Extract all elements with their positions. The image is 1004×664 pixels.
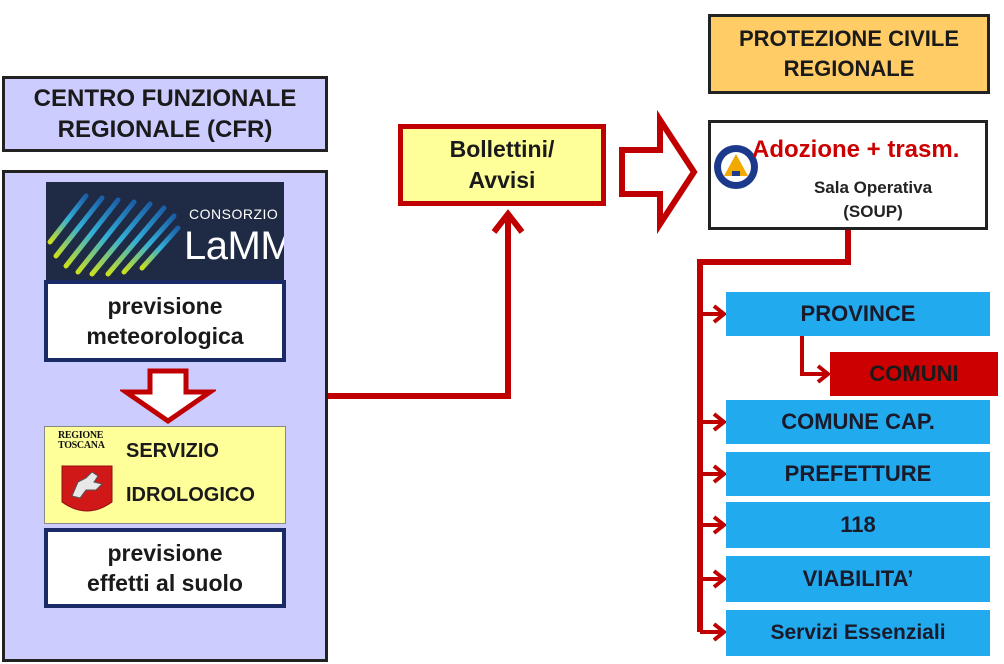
cfr-title-line1: CENTRO FUNZIONALE xyxy=(33,85,297,112)
meteo-line2: meteorologica xyxy=(86,323,244,349)
servizio-line2: IDROLOGICO xyxy=(126,484,255,506)
recipient-comune-cap: COMUNE CAP. xyxy=(726,400,990,444)
regione-line2: TOSCANA xyxy=(58,440,105,451)
effetti-line2: effetti al suolo xyxy=(87,570,243,596)
recipient-prefetture: PREFETTURE xyxy=(726,452,990,496)
cfr-to-bollettini-connector xyxy=(328,216,511,399)
previsione-meteorologica-box: previsione meteorologica xyxy=(44,280,286,362)
regione-line1: REGIONE xyxy=(58,430,104,441)
down-arrow-icon xyxy=(120,368,216,424)
pcr-title-line2: REGIONALE xyxy=(783,56,915,81)
protezione-civile-title-box: PROTEZIONE CIVILE REGIONALE xyxy=(708,14,990,94)
lamma-logo: CONSORZIO LaMMA xyxy=(46,182,284,280)
previsione-effetti-box: previsione effetti al suolo xyxy=(44,528,286,608)
lamma-name-text: LaMMA xyxy=(184,224,284,268)
recipient-province: PROVINCE xyxy=(726,292,990,336)
bollettini-to-soup-arrow xyxy=(619,109,698,235)
servizio-line1: SERVIZIO xyxy=(126,440,219,462)
protezione-civile-logo xyxy=(714,145,758,189)
lamma-stripes-icon xyxy=(47,193,181,277)
effetti-line1: previsione xyxy=(107,540,223,566)
bollettini-line2: Avvisi xyxy=(468,167,536,193)
pcr-title-line1: PROTEZIONE CIVILE xyxy=(738,26,960,51)
bollettini-line1: Bollettini/ xyxy=(449,136,555,162)
sala-operativa-line1: Sala Operativa xyxy=(813,178,933,197)
distribution-arrows xyxy=(700,304,728,642)
meteo-line1: previsione xyxy=(107,293,223,319)
regione-toscana-text: REGIONE TOSCANA xyxy=(58,431,105,451)
sala-operativa-line2: (SOUP) xyxy=(843,202,903,221)
recipient-servizi-essenziali: Servizi Essenziali xyxy=(726,610,990,656)
recipient-comuni: COMUNI xyxy=(830,352,998,396)
recipient-viabilita: VIABILITA’ xyxy=(726,556,990,602)
soup-distribution-line xyxy=(697,230,851,632)
province-to-comuni-connector xyxy=(800,336,828,376)
cfr-title-box: CENTRO FUNZIONALE REGIONALE (CFR) xyxy=(2,76,328,152)
recipient-118: 118 xyxy=(726,502,990,548)
bollettini-avvisi-box: Bollettini/ Avvisi xyxy=(398,124,606,206)
lamma-consorzio-text: CONSORZIO xyxy=(189,206,279,222)
comuni-arrowhead xyxy=(816,364,832,384)
cfr-title-line2: REGIONALE (CFR) xyxy=(57,116,273,143)
adozione-text: Adozione + trasm. xyxy=(752,136,960,163)
bollettini-up-arrowhead xyxy=(491,209,525,234)
regione-toscana-logo xyxy=(61,465,113,512)
